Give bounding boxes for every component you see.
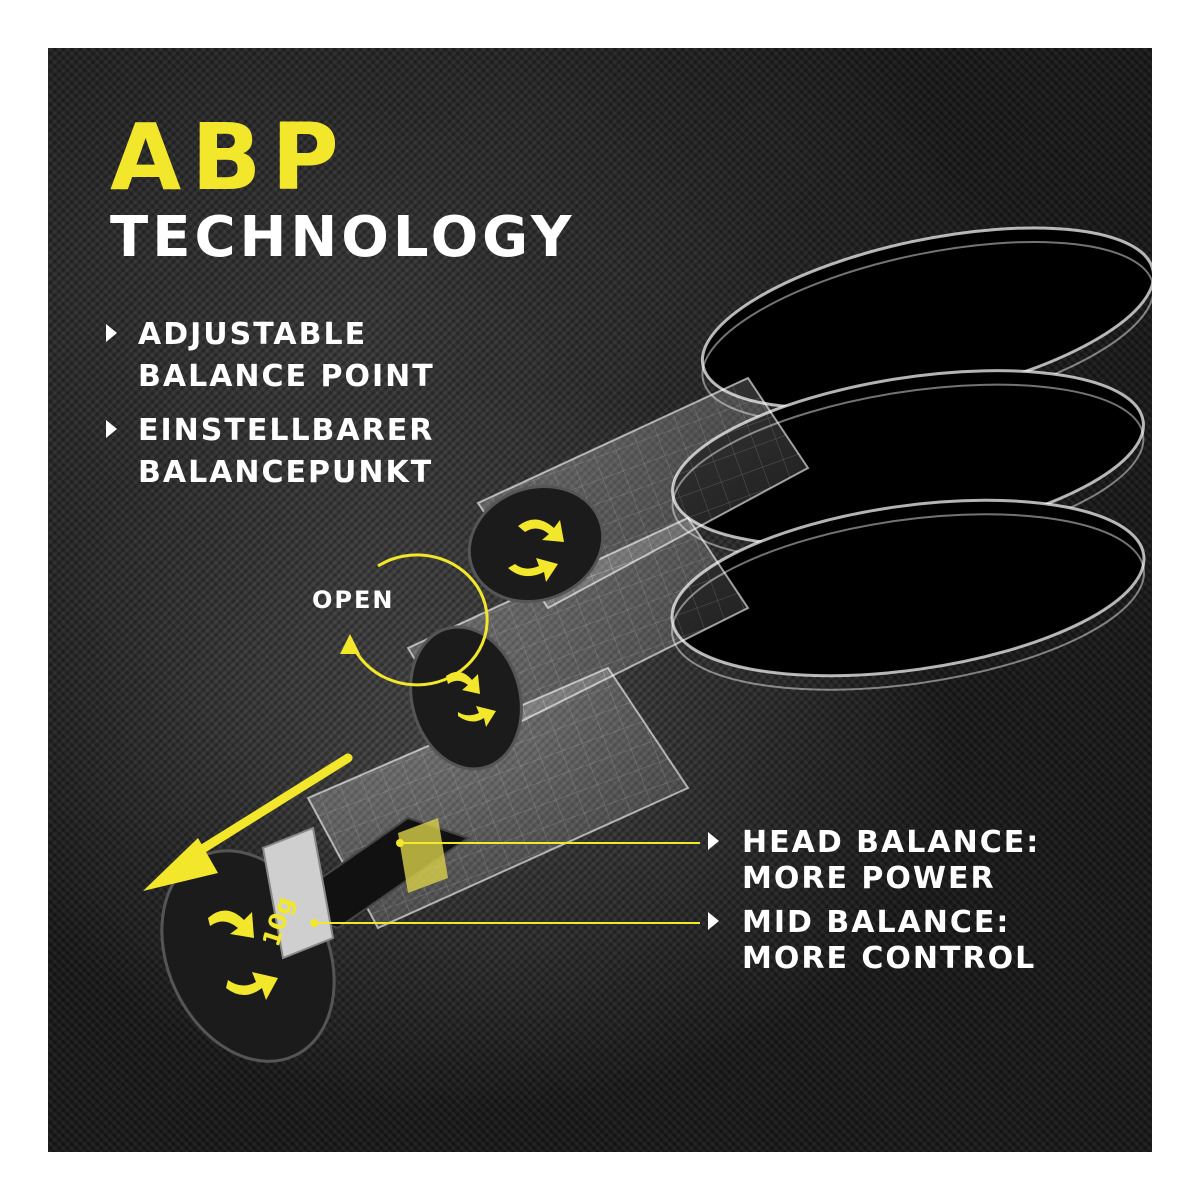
end-cap-top <box>467 484 605 604</box>
callout-line-head <box>396 839 700 847</box>
bullet-triangle-icon <box>708 832 719 850</box>
open-label: OPEN <box>312 586 395 614</box>
end-cap-bottom <box>160 849 336 1063</box>
callout-head-line-2: MORE POWER <box>742 861 996 896</box>
paddle-illustration: 10g <box>143 226 1152 1063</box>
direction-arrow-icon <box>143 753 353 891</box>
callout-line-mid <box>310 919 700 927</box>
bullet-triangle-icon <box>106 324 117 342</box>
bullet-triangle-icon <box>106 420 117 438</box>
callout-mid-line-1: MID BALANCE: <box>742 905 1011 940</box>
rotate-arrow-icon <box>340 553 489 687</box>
callout-head-line-1: HEAD BALANCE: <box>742 825 1041 860</box>
twist-arrow-icon <box>458 706 496 727</box>
feature-2-line-2: BALANCEPUNKT <box>138 455 434 490</box>
twist-arrow-icon <box>508 558 558 582</box>
twist-arrow-icon <box>446 671 480 694</box>
twist-arrow-icon <box>208 910 254 938</box>
twist-arrow-icon <box>518 519 564 542</box>
feature-1-line-1: ADJUSTABLE <box>138 317 368 352</box>
callout-mid-line-2: MORE CONTROL <box>742 941 1037 976</box>
bullet-triangle-icon <box>708 912 719 930</box>
page-title: ABP <box>110 104 349 211</box>
hero-panel: 10g ABP TECHNOLOGY ADJUSTABLE BALANCE PO… <box>48 48 1152 1152</box>
twist-arrow-icon <box>226 972 278 1000</box>
feature-2-line-1: EINSTELLBARER <box>138 413 435 448</box>
feature-1-line-2: BALANCE POINT <box>138 359 435 394</box>
end-cap-middle <box>409 625 523 771</box>
page-subtitle: TECHNOLOGY <box>110 205 576 270</box>
